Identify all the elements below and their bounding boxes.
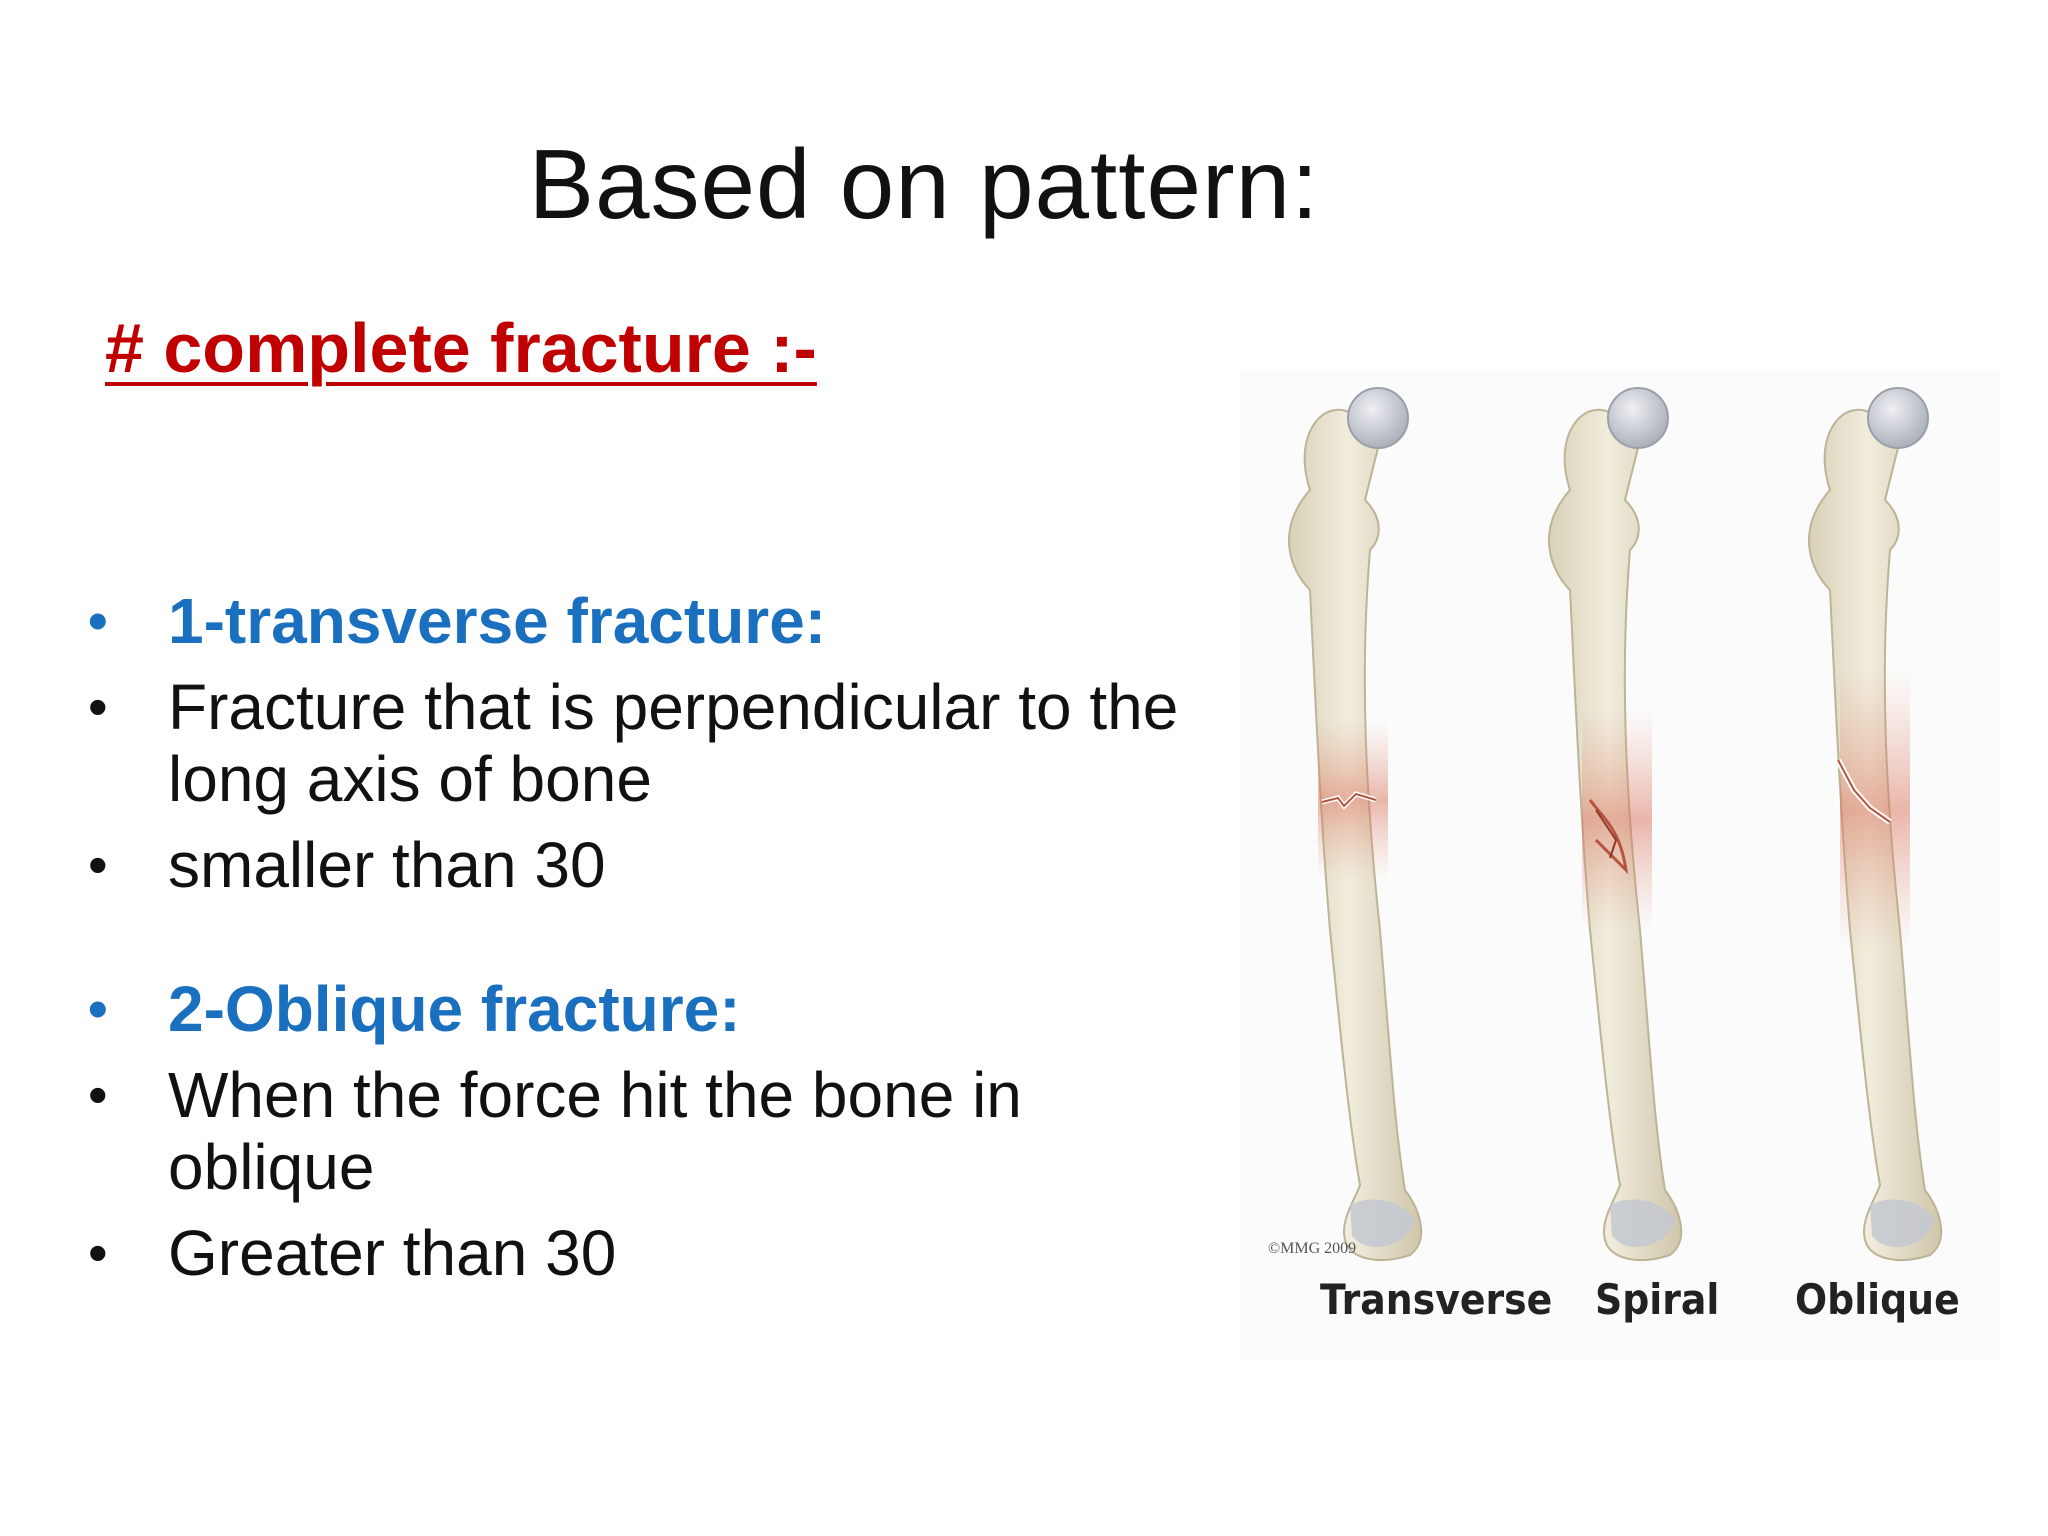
femur-spiral <box>1548 387 1683 1261</box>
bullet-item-transverse-definition: • Fracture that is perpendicular to the … <box>80 671 1200 815</box>
bullet-text: 2-Oblique fracture: <box>168 973 741 1045</box>
section-subheading: # complete fracture :- <box>105 309 817 387</box>
femur-transverse <box>1288 387 1423 1261</box>
label-spiral: Spiral <box>1595 1275 1720 1324</box>
femur-drawings <box>1288 387 1943 1261</box>
bullet-text: 1-transverse fracture: <box>168 585 827 657</box>
fracture-illustration: ©MMG 2009 Transverse Spiral Oblique <box>1240 370 2000 1360</box>
slide-title: Based on pattern: <box>528 129 1320 239</box>
bullet-item-transverse-heading: • 1-transverse fracture: <box>80 585 1200 657</box>
bullet-dot: • <box>88 589 108 652</box>
copyright-text: ©MMG 2009 <box>1268 1240 1357 1257</box>
bullet-dot: • <box>88 1221 108 1284</box>
bullet-item-oblique-heading: • 2-Oblique fracture: <box>80 973 1200 1045</box>
bullet-dot: • <box>88 977 108 1040</box>
bullet-item-transverse-angle: • smaller than 30 <box>80 829 1200 901</box>
bullet-text: When the force hit the bone in oblique <box>168 1059 1022 1203</box>
bullet-dot: • <box>88 675 108 738</box>
bullet-text: Greater than 30 <box>168 1217 617 1289</box>
label-oblique: Oblique <box>1795 1275 1960 1324</box>
bullet-text: Fracture that is perpendicular to the lo… <box>168 671 1179 815</box>
bullet-item-oblique-angle: • Greater than 30 <box>80 1217 1200 1289</box>
label-transverse: Transverse <box>1320 1275 1553 1324</box>
bullet-dot: • <box>88 833 108 896</box>
bullet-text: smaller than 30 <box>168 829 606 901</box>
bullet-dot: • <box>88 1063 108 1126</box>
femur-oblique <box>1808 387 1943 1261</box>
bullet-item-oblique-definition: • When the force hit the bone in oblique <box>80 1059 1200 1203</box>
bullet-list: • 1-transverse fracture: • Fracture that… <box>80 585 1200 1289</box>
